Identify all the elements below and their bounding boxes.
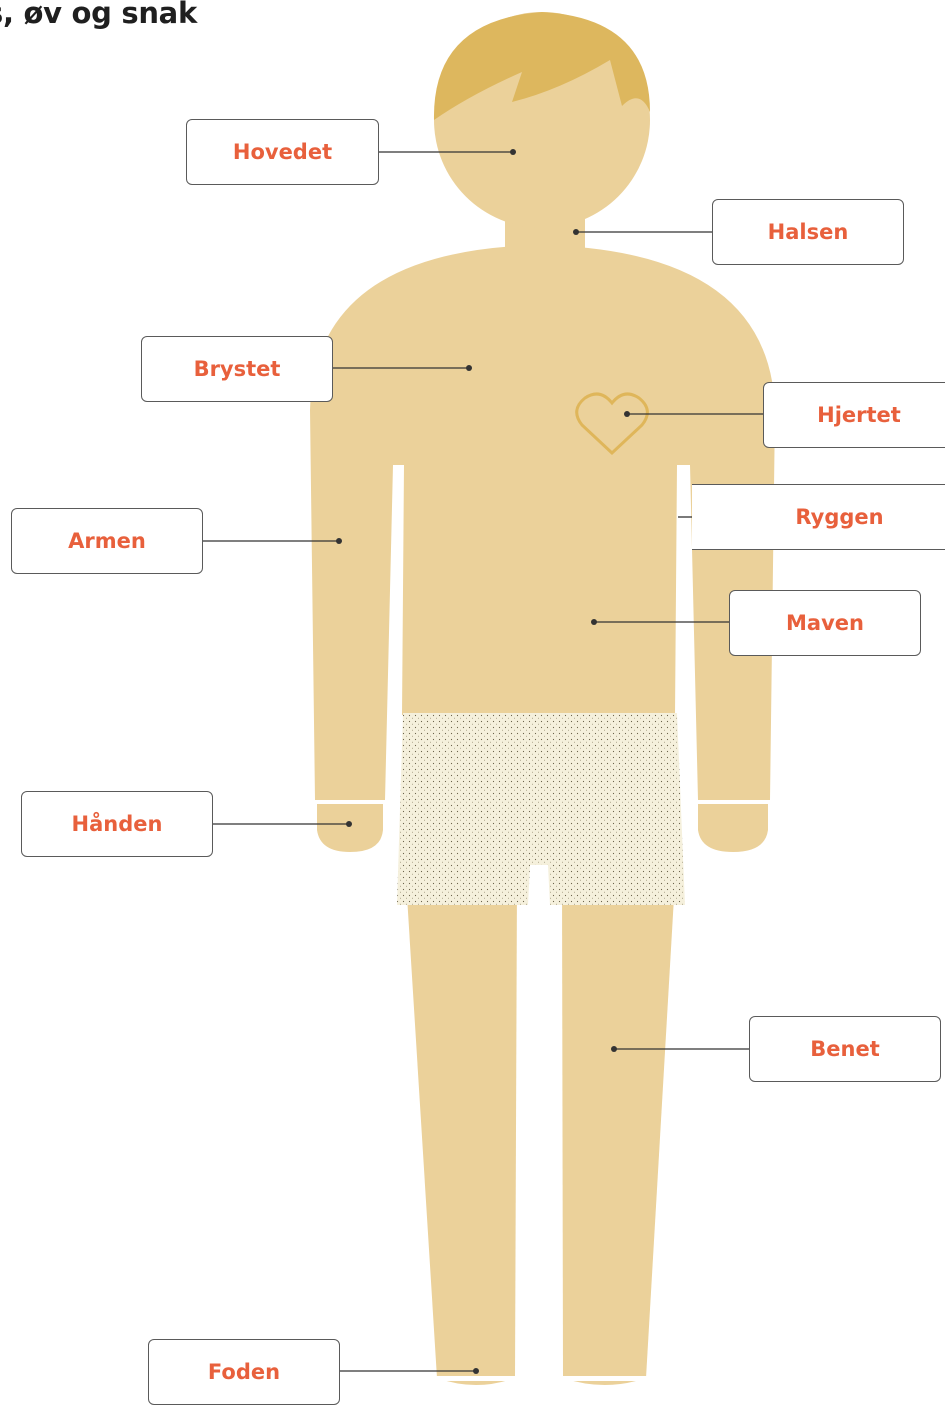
foot-point	[473, 1368, 479, 1374]
head-point	[510, 149, 516, 155]
page-title: s, øv og snak	[0, 0, 197, 30]
label-heart[interactable]: Hjertet	[763, 382, 945, 448]
label-stomach[interactable]: Maven	[729, 590, 921, 656]
stomach-point	[591, 619, 597, 625]
heart-point	[624, 411, 630, 417]
label-head[interactable]: Hovedet	[186, 119, 379, 185]
leg-point	[611, 1046, 617, 1052]
hand-point	[346, 821, 352, 827]
label-neck[interactable]: Halsen	[712, 199, 904, 265]
arm-point	[336, 538, 342, 544]
right-ankle-line	[556, 1376, 652, 1381]
label-foot[interactable]: Foden	[148, 1339, 340, 1405]
chest-point	[466, 365, 472, 371]
label-back[interactable]: Ryggen	[692, 484, 945, 550]
label-arm[interactable]: Armen	[11, 508, 203, 574]
neck-point	[573, 229, 579, 235]
right-hand	[698, 804, 768, 852]
left-hand	[317, 804, 383, 852]
label-leg[interactable]: Benet	[749, 1016, 941, 1082]
left-leg	[406, 880, 517, 1385]
left-ankle-line	[430, 1376, 522, 1381]
right-leg	[562, 880, 675, 1385]
label-hand[interactable]: Hånden	[21, 791, 213, 857]
shorts	[397, 713, 685, 905]
label-chest[interactable]: Brystet	[141, 336, 333, 402]
